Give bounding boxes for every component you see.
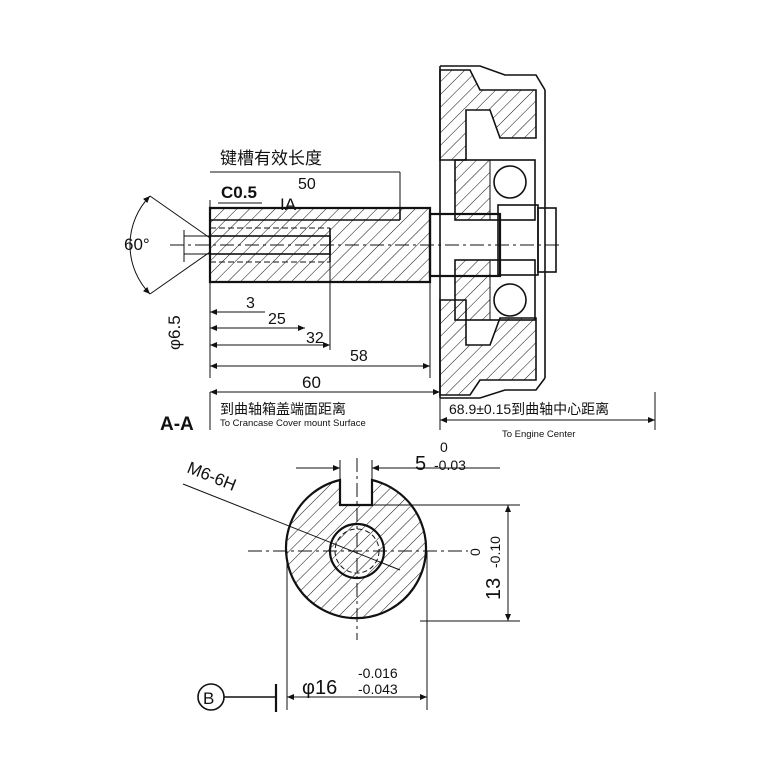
dim-3-label: 3: [246, 295, 255, 312]
section-label: A-A: [160, 414, 194, 435]
diameter-main: φ16: [302, 677, 337, 699]
height-main: 13: [483, 578, 505, 600]
engine-center-en-label: To Engine Center: [502, 429, 575, 440]
keyway-width-upper: 0: [440, 439, 448, 455]
ia-label: IA: [280, 195, 297, 214]
section-b-view: M6-6H 5 0 -0.03 13 0 -0.10 φ16 -0.016 -0…: [182, 439, 520, 712]
height-lower: -0.10: [487, 536, 503, 568]
engine-center-cn-label: 68.9±0.15到曲轴中心距离: [449, 401, 609, 417]
dim-60-label: 60: [302, 373, 321, 392]
crankcase-cn-label: 到曲轴箱盖端面距离: [220, 401, 346, 417]
diameter-upper: -0.016: [358, 665, 398, 681]
keyway-width-lower: -0.03: [434, 457, 466, 473]
angle-60-label: 60°: [124, 235, 150, 254]
height-upper: 0: [467, 548, 483, 556]
crankcase-en-label: To Crancase Cover mount Surface: [220, 418, 366, 429]
keyway-length-label: 键槽有效长度: [220, 149, 322, 168]
chamfer-label: C0.5: [221, 183, 257, 202]
shaft: [170, 206, 560, 284]
dim-25-label: 25: [268, 311, 286, 328]
diameter-lower: -0.043: [358, 681, 398, 697]
dim-50-label: 50: [298, 176, 316, 193]
dim-58-label: 58: [350, 348, 368, 365]
dim-phi-6-5-label: φ6.5: [165, 315, 184, 350]
dim-32-label: 32: [306, 330, 324, 347]
keyway-width-main: 5: [415, 453, 426, 475]
view-marker: B: [203, 689, 214, 708]
thread-label: M6-6H: [185, 458, 239, 495]
upper-dimensions: 键槽有效长度 C0.5 IA 50 60° φ6.5 3 25 32 58: [124, 149, 656, 440]
engine-housing: [439, 65, 557, 399]
